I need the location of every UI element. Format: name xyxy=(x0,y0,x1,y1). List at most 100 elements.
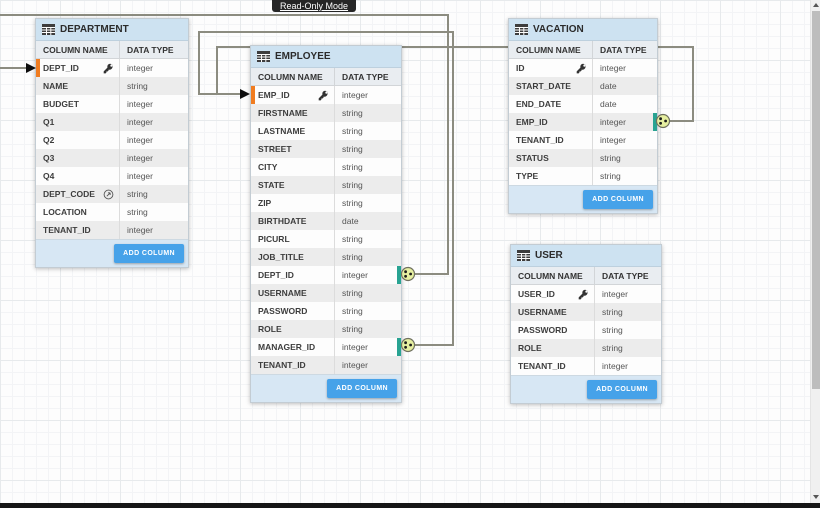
table-row[interactable]: START_DATE date xyxy=(509,77,657,95)
add-column-button[interactable]: ADD COLUMN xyxy=(114,244,184,263)
add-column-button[interactable]: ADD COLUMN xyxy=(327,379,397,398)
column-type: date xyxy=(592,77,657,95)
column-name: ZIP xyxy=(258,198,272,208)
column-name: STATE xyxy=(258,180,285,190)
column-name: EMP_ID xyxy=(516,117,548,127)
columns-header: COLUMN NAME DATA TYPE xyxy=(36,41,188,59)
column-type: string xyxy=(334,158,401,176)
column-type: date xyxy=(592,95,657,113)
vertical-scrollbar[interactable] xyxy=(810,0,820,503)
column-name: PICURL xyxy=(258,234,290,244)
column-name: FIRSTNAME xyxy=(258,108,308,118)
column-type: integer xyxy=(334,86,401,104)
column-type: integer xyxy=(119,113,188,131)
table-department-header[interactable]: DEPARTMENT xyxy=(36,19,188,41)
table-row[interactable]: EMP_ID integer xyxy=(509,113,657,131)
data-type-header: DATA TYPE xyxy=(592,41,657,58)
column-name: LASTNAME xyxy=(258,126,306,136)
key-icon xyxy=(576,63,586,73)
column-name: TENANT_ID xyxy=(43,225,91,235)
column-name: CITY xyxy=(258,162,278,172)
column-name: DEPT_ID xyxy=(258,270,294,280)
add-column-button[interactable]: ADD COLUMN xyxy=(583,190,653,209)
key-icon xyxy=(318,90,328,100)
read-only-mode-badge: Read-Only Mode xyxy=(272,0,357,12)
data-type-header: DATA TYPE xyxy=(334,68,401,85)
table-row[interactable]: TENANT_ID integer xyxy=(36,221,188,239)
column-type: integer xyxy=(119,95,188,113)
scroll-down-arrow-icon[interactable] xyxy=(811,492,820,502)
table-title: VACATION xyxy=(533,24,584,35)
column-type: integer xyxy=(119,167,188,185)
column-type: integer xyxy=(594,357,661,375)
column-name: Q4 xyxy=(43,171,55,181)
column-type: string xyxy=(594,321,661,339)
column-type: integer xyxy=(592,59,657,77)
table-employee-header[interactable]: EMPLOYEE xyxy=(251,46,401,68)
table-footer: ADD COLUMN xyxy=(511,375,661,403)
column-name: START_DATE xyxy=(516,81,571,91)
column-name-header: COLUMN NAME xyxy=(258,71,323,82)
column-type: string xyxy=(334,302,401,320)
columns-header: COLUMN NAME DATA TYPE xyxy=(509,41,657,59)
scroll-up-arrow-icon[interactable] xyxy=(811,0,820,10)
column-name: STATUS xyxy=(516,153,549,163)
table-row[interactable]: PASSWORD string xyxy=(511,321,661,339)
vertical-scrollbar-thumb[interactable] xyxy=(812,11,820,389)
column-type: integer xyxy=(594,285,661,303)
column-name-header: COLUMN NAME xyxy=(43,44,108,55)
add-column-button[interactable]: ADD COLUMN xyxy=(587,380,657,399)
column-name: PASSWORD xyxy=(518,325,568,335)
grid-table-icon xyxy=(257,51,270,62)
columns-header: COLUMN NAME DATA TYPE xyxy=(511,267,661,285)
column-name: TENANT_ID xyxy=(258,360,306,370)
table-user-header[interactable]: USER xyxy=(511,245,661,267)
diagram-canvas[interactable]: DEPARTMENT COLUMN NAME DATA TYPE DEPT_ID… xyxy=(0,0,810,503)
table-row[interactable]: CITY string xyxy=(251,158,401,176)
column-name-header: COLUMN NAME xyxy=(518,270,583,281)
column-type: integer xyxy=(119,221,188,239)
column-type: integer xyxy=(334,338,401,356)
column-type: string xyxy=(119,77,188,95)
table-vacation-header[interactable]: VACATION xyxy=(509,19,657,41)
column-type: integer xyxy=(592,113,657,131)
table-title: USER xyxy=(535,250,563,261)
table-row[interactable]: Q4 integer xyxy=(36,167,188,185)
derived-column-icon xyxy=(103,189,114,199)
column-name: TENANT_ID xyxy=(516,135,564,145)
table-footer: ADD COLUMN xyxy=(36,239,188,267)
